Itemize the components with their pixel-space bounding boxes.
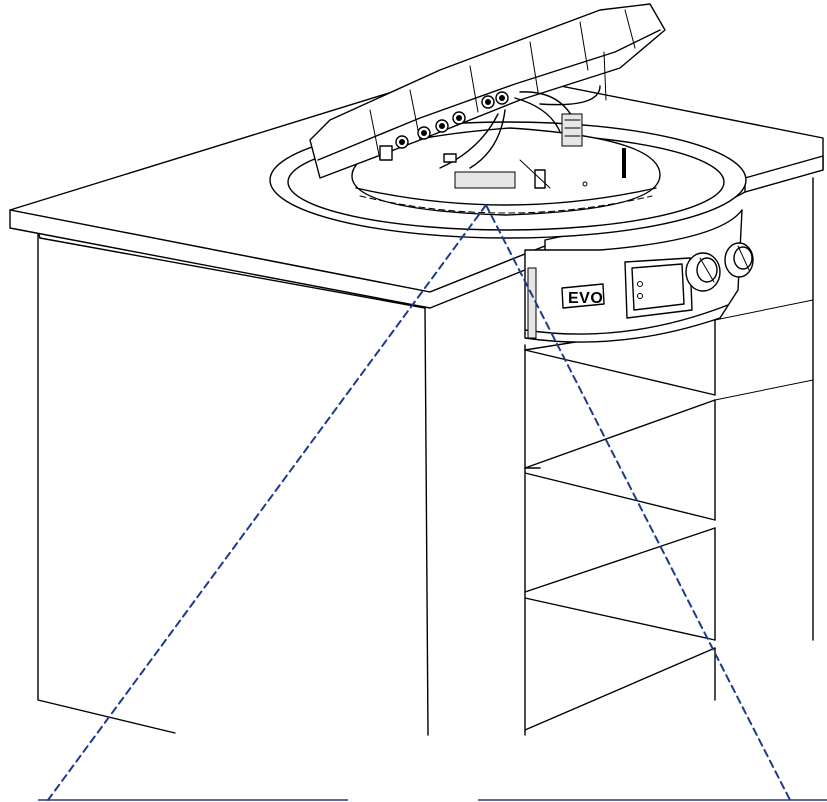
indicator-light-icon bbox=[637, 293, 643, 299]
control-panel bbox=[624, 257, 693, 319]
cabinet-body bbox=[37, 177, 814, 736]
callout-leaders bbox=[38, 204, 827, 801]
wiring-harness bbox=[439, 51, 607, 169]
leader-line-right bbox=[485, 204, 791, 801]
control-knob-right-icon bbox=[724, 242, 754, 278]
indicator-light-icon bbox=[637, 281, 643, 287]
cooktop-lid bbox=[309, 3, 666, 179]
control-knob-left-icon bbox=[685, 252, 721, 292]
leader-line-left bbox=[47, 204, 487, 801]
side-connector bbox=[527, 267, 537, 339]
brand-badge bbox=[561, 283, 605, 309]
lid-socket-icon bbox=[395, 91, 509, 149]
internal-module bbox=[454, 171, 516, 189]
cooktop-ring bbox=[269, 121, 747, 239]
terminal-block bbox=[561, 113, 583, 147]
cooktop-housing: EVO bbox=[524, 209, 754, 343]
brand-label: EVO bbox=[568, 290, 603, 307]
